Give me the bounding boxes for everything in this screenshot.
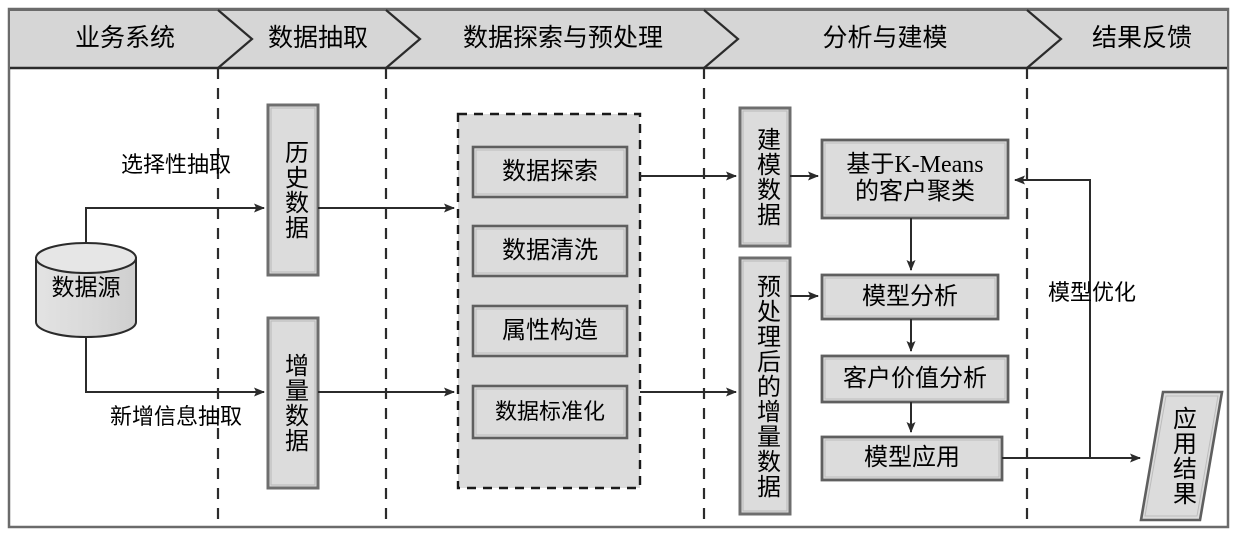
preprocess-step-attribute-construction: 属性构造 [502,317,598,344]
kmeans-clustering-label: 基于K-Means 的客户聚类 [846,152,984,205]
edge-label-model-optimization: 模型优化 [1047,279,1136,305]
historical-data-label: 历史数据 [280,140,307,240]
data-source-cylinder-shape [35,242,137,338]
application-result-label: 应用结果 [1168,406,1195,506]
stage-label-analysis-modeling: 分析与建模 [822,25,948,52]
incremental-data-label: 增量数据 [280,353,307,453]
customer-value-analysis-label: 客户价值分析 [843,365,987,392]
modeling-data-label: 建模数据 [752,127,779,227]
preprocessed-incremental-data-label: 预处理后的增量数据 [752,273,779,499]
model-application-label: 模型应用 [864,445,960,472]
stage-label-data-extraction: 数据抽取 [267,25,368,52]
preprocess-step-data-standardization: 数据标准化 [494,398,605,424]
preprocess-step-data-cleaning: 数据清洗 [502,237,598,264]
stage-label-result-feedback: 结果反馈 [1091,25,1192,52]
preprocess-step-data-exploration: 数据探索 [502,158,598,185]
edge-label-new-info-extraction: 新增信息抽取 [109,403,242,429]
edge-label-selective-extraction: 选择性抽取 [120,151,231,177]
data-source-label: 数据源 [51,275,121,301]
stage-label-business-system: 业务系统 [74,25,175,52]
stage-label-data-exploration-preprocessing: 数据探索与预处理 [462,25,663,52]
model-analysis-label: 模型分析 [862,283,958,310]
